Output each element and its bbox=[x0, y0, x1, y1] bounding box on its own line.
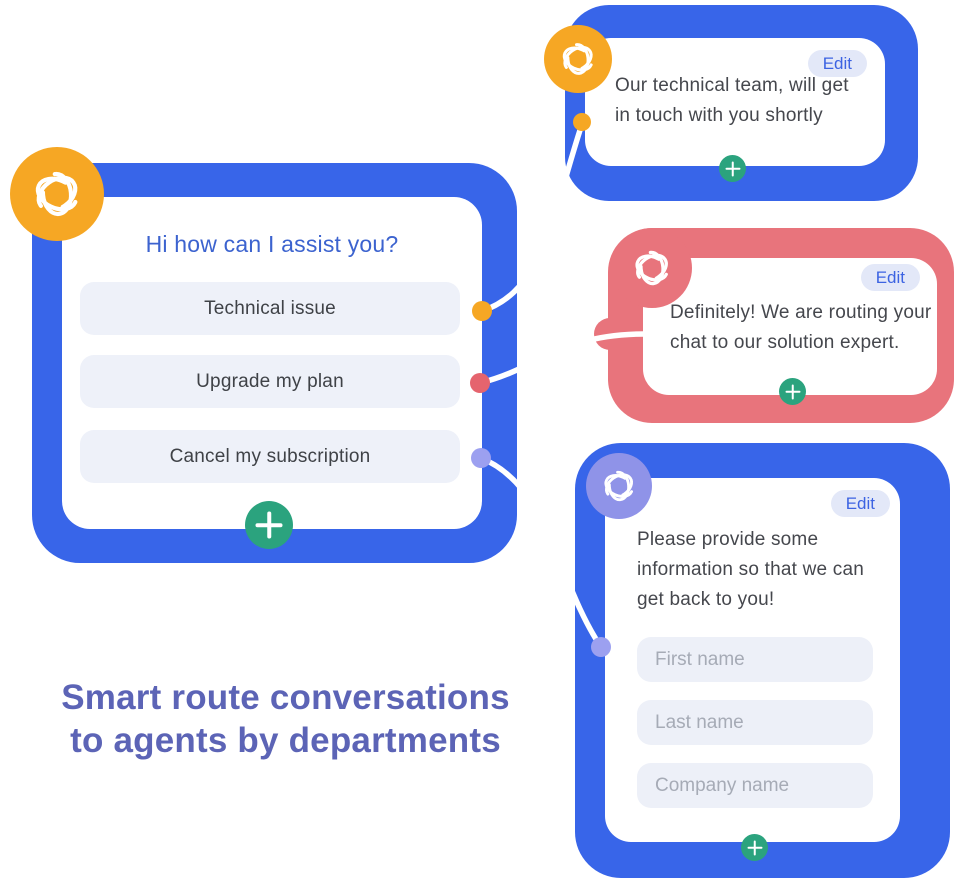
technical-reply-panel: Edit Our technical team, will get in tou… bbox=[585, 38, 885, 166]
option-button-technical-issue[interactable]: Technical issue bbox=[80, 282, 460, 335]
swirl-logo-icon bbox=[562, 43, 594, 75]
bot-avatar bbox=[612, 228, 692, 308]
lead-form-panel: Edit Please provide some information so … bbox=[605, 478, 900, 842]
swirl-logo-icon bbox=[35, 171, 79, 217]
routing-reply-panel: Edit Definitely! We are routing your cha… bbox=[643, 258, 937, 395]
flow-node-routing-reply[interactable]: Edit Definitely! We are routing your cha… bbox=[594, 228, 954, 423]
connection-dot-form-source[interactable] bbox=[471, 448, 491, 468]
headline-line-2: to agents by departments bbox=[70, 721, 501, 760]
flow-node-lead-form[interactable]: Edit Please provide some information so … bbox=[575, 443, 950, 878]
add-step-button[interactable] bbox=[245, 501, 293, 549]
headline: Smart route conversations to agents by d… bbox=[28, 676, 543, 762]
connection-dot-form-target[interactable] bbox=[591, 637, 611, 657]
first-name-field[interactable] bbox=[637, 637, 873, 682]
flow-node-technical-reply[interactable]: Edit Our technical team, will get in tou… bbox=[544, 5, 918, 201]
edit-button[interactable]: Edit bbox=[860, 264, 920, 291]
option-button-upgrade-plan[interactable]: Upgrade my plan bbox=[80, 355, 460, 408]
add-step-button[interactable] bbox=[741, 834, 768, 861]
bot-avatar bbox=[544, 25, 612, 93]
bot-message-text: Please provide some information so that … bbox=[637, 529, 864, 610]
swirl-logo-icon bbox=[604, 470, 634, 502]
headline-line-1: Smart route conversations bbox=[61, 678, 510, 717]
connection-dot-routing-source[interactable] bbox=[470, 373, 490, 393]
main-question-panel: Hi how can I assist you? Technical issue… bbox=[62, 197, 482, 529]
company-name-field[interactable] bbox=[637, 763, 873, 808]
bot-message-text: Definitely! We are routing your chat to … bbox=[670, 302, 932, 353]
add-step-button[interactable] bbox=[779, 378, 806, 405]
option-button-cancel-subscription[interactable]: Cancel my subscription bbox=[80, 430, 460, 483]
flow-node-main-question[interactable]: Hi how can I assist you? Technical issue… bbox=[10, 147, 517, 563]
swirl-logo-icon bbox=[635, 250, 669, 286]
bot-avatar bbox=[10, 147, 104, 241]
edit-button[interactable]: Edit bbox=[807, 50, 867, 77]
bot-question-title: Hi how can I assist you? bbox=[145, 231, 399, 257]
last-name-field[interactable] bbox=[637, 700, 873, 745]
connection-dot-technical-source[interactable] bbox=[472, 301, 492, 321]
add-step-button[interactable] bbox=[719, 155, 746, 182]
bot-message-text: Our technical team, will get in touch wi… bbox=[615, 75, 849, 126]
bot-avatar bbox=[586, 453, 652, 519]
edit-button[interactable]: Edit bbox=[830, 490, 890, 517]
connection-dot-technical-target[interactable] bbox=[573, 113, 591, 131]
connector-socket bbox=[594, 318, 626, 350]
